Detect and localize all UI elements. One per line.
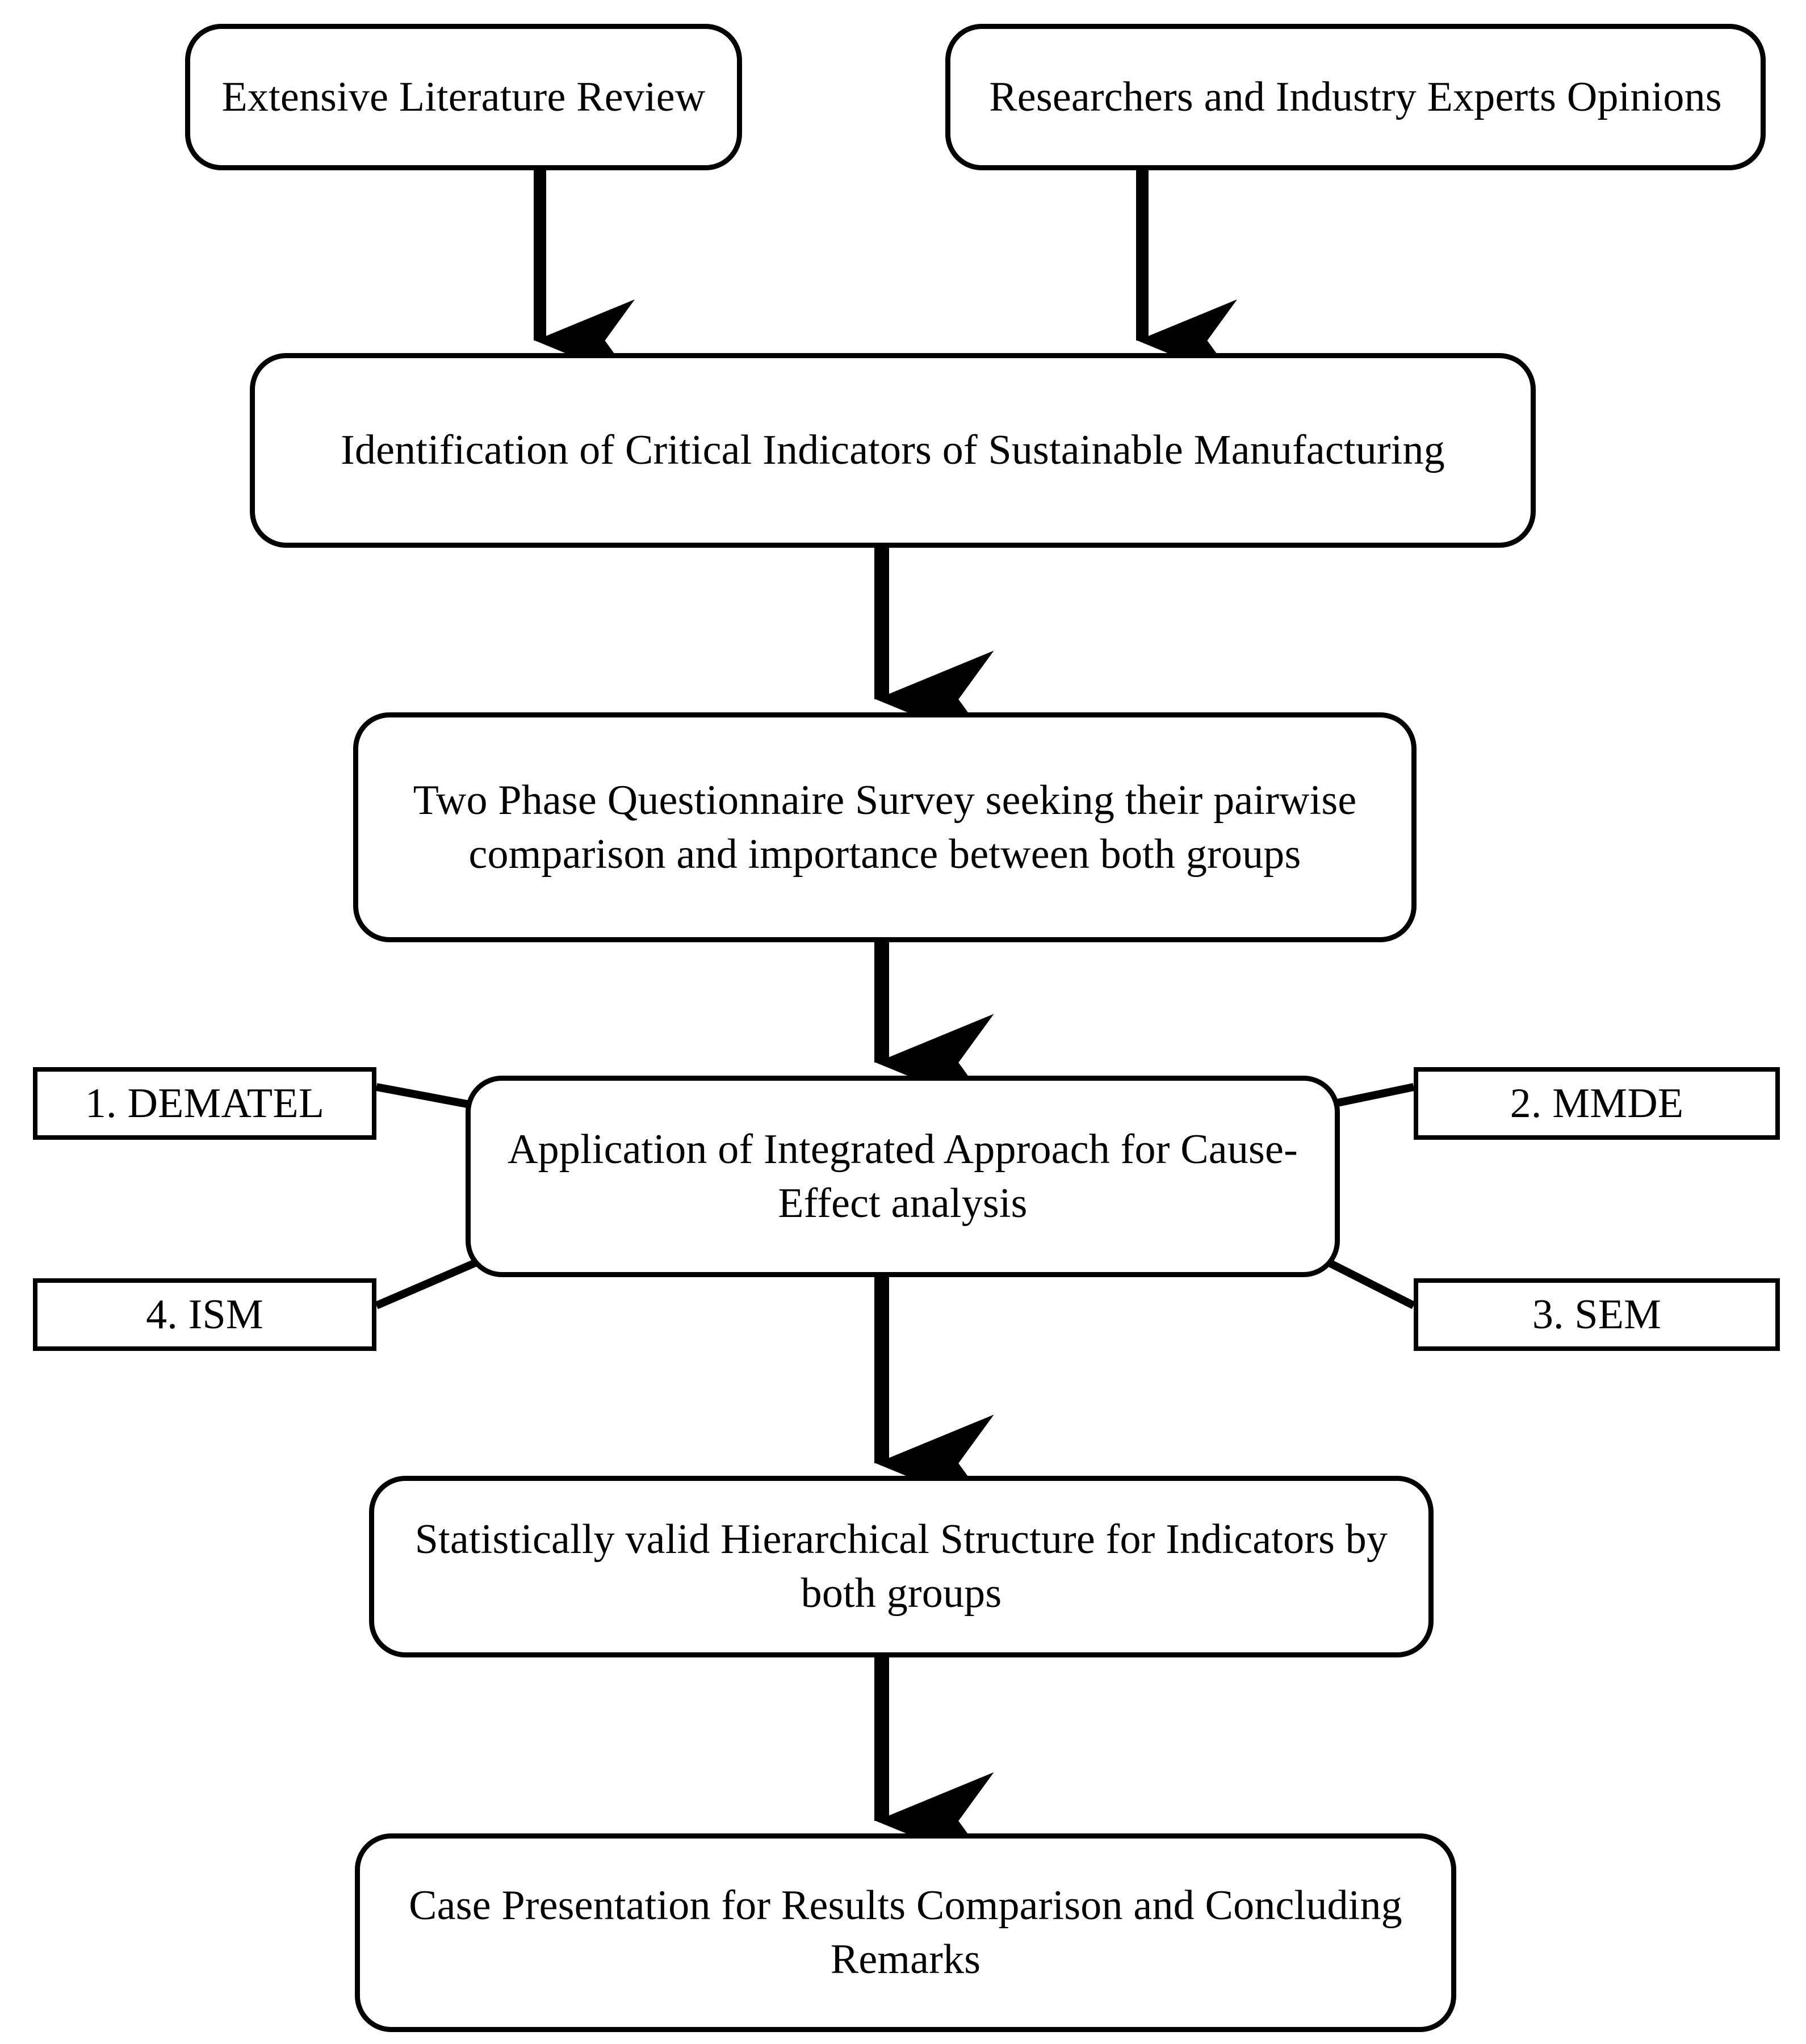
method-box-dematel[interactable]: 1. DEMATEL [33, 1067, 376, 1140]
method-label: 3. SEM [1532, 1291, 1662, 1338]
node-statistically-valid-hierarchical-structure[interactable]: Statistically valid Hierarchical Structu… [369, 1476, 1434, 1657]
node-case-presentation-concluding-remarks[interactable]: Case Presentation for Results Comparison… [355, 1833, 1456, 2032]
node-label: Identification of Critical Indicators of… [341, 427, 1445, 474]
node-label: Statistically valid Hierarchical Structu… [414, 1516, 1388, 1617]
method-box-mmde[interactable]: 2. MMDE [1414, 1067, 1780, 1140]
node-application-integrated-approach[interactable]: Application of Integrated Approach for C… [466, 1076, 1340, 1277]
node-label: Extensive Literature Review [221, 73, 706, 120]
node-identification-critical-indicators[interactable]: Identification of Critical Indicators of… [250, 353, 1536, 548]
method-box-sem[interactable]: 3. SEM [1414, 1278, 1780, 1351]
method-label: 2. MMDE [1510, 1080, 1684, 1127]
node-label: Two Phase Questionnaire Survey seeking t… [413, 777, 1357, 878]
line-sem-to-application [1316, 1253, 1416, 1309]
method-box-ism[interactable]: 4. ISM [33, 1278, 376, 1351]
line-ism-to-application [375, 1253, 490, 1309]
node-researchers-industry-experts-opinions[interactable]: Researchers and Industry Experts Opinion… [945, 24, 1766, 170]
method-label: 4. ISM [146, 1291, 263, 1338]
node-extensive-literature-review[interactable]: Extensive Literature Review [185, 24, 742, 170]
node-label: Researchers and Industry Experts Opinion… [989, 73, 1722, 120]
node-label: Application of Integrated Approach for C… [508, 1126, 1298, 1227]
method-label: 1. DEMATEL [85, 1080, 325, 1127]
node-two-phase-questionnaire-survey[interactable]: Two Phase Questionnaire Survey seeking t… [353, 712, 1417, 942]
node-label: Case Presentation for Results Comparison… [409, 1882, 1402, 1983]
